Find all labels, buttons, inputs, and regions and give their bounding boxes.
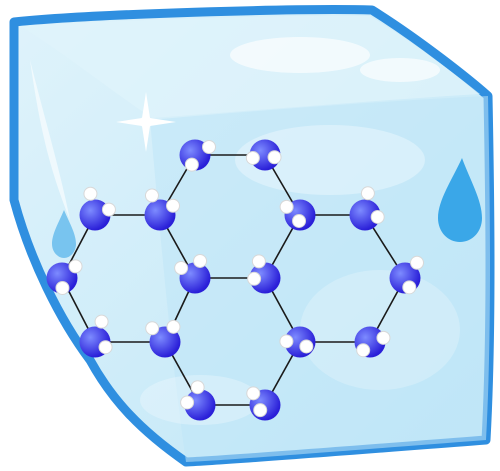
hydrogen-atom: [184, 157, 199, 172]
hydrogen-atom: [166, 319, 181, 334]
hydrogen-atom: [190, 380, 205, 395]
hydrogen-atom: [55, 280, 70, 295]
hydrogen-atom: [292, 213, 307, 228]
sparkle-icon: [116, 92, 176, 152]
hydrogen-atom: [245, 150, 260, 165]
water-molecule: [246, 386, 281, 421]
hydrogen-atom: [94, 314, 109, 329]
hydrogen-atom: [267, 150, 282, 165]
hydrogen-atom: [410, 255, 425, 270]
hydrogen-atom: [193, 253, 208, 268]
hydrogen-atom: [251, 254, 266, 269]
water-molecule: [245, 139, 282, 171]
hydrogen-atom: [83, 186, 98, 201]
hydrogen-atom: [253, 403, 268, 418]
hydrogen-atom: [165, 198, 180, 213]
hydrogen-atom: [98, 340, 113, 355]
water-droplet-icon: [438, 158, 482, 242]
oxygen-atom: [184, 389, 216, 421]
water-molecule: [145, 319, 181, 358]
water-molecule: [180, 380, 216, 421]
hydrogen-atom: [101, 202, 116, 217]
water-molecule: [354, 326, 391, 358]
water-molecule: [247, 254, 281, 294]
hydrogen-atom: [174, 261, 189, 276]
oxygen-atom: [349, 199, 381, 231]
water-molecule: [279, 326, 316, 358]
water-molecule: [46, 259, 83, 295]
water-molecule: [349, 186, 385, 231]
hydrogen-atom: [370, 209, 385, 224]
hydrogen-atom: [247, 271, 262, 286]
hydrogen-atom: [246, 386, 261, 401]
water-molecule: [389, 255, 425, 295]
hydrogen-atom: [145, 321, 160, 336]
hydrogen-atom: [279, 334, 294, 349]
water-molecule: [79, 314, 113, 358]
water-molecule: [144, 188, 180, 231]
hydrogen-atom: [376, 330, 391, 345]
hydrogen-atom: [279, 199, 294, 214]
hydrogen-atom: [356, 343, 371, 358]
hydrogen-atom: [202, 140, 216, 154]
hydrogen-atom: [68, 259, 83, 274]
hydrogen-atom: [360, 186, 375, 201]
water-molecule: [79, 186, 116, 231]
oxygen-atom: [249, 262, 281, 294]
hydrogen-atom: [299, 339, 314, 354]
water-molecule: [179, 139, 216, 172]
water-molecule-lattice: [46, 139, 425, 421]
hydrogen-atom: [144, 188, 159, 203]
oxygen-atom: [149, 326, 181, 358]
hydrogen-atom: [180, 395, 195, 410]
water-molecule: [279, 199, 316, 231]
water-droplet-icon: [52, 210, 76, 258]
ice-cube-front-face: [150, 96, 490, 462]
hydrogen-atom: [402, 280, 417, 295]
water-molecule: [174, 253, 211, 294]
